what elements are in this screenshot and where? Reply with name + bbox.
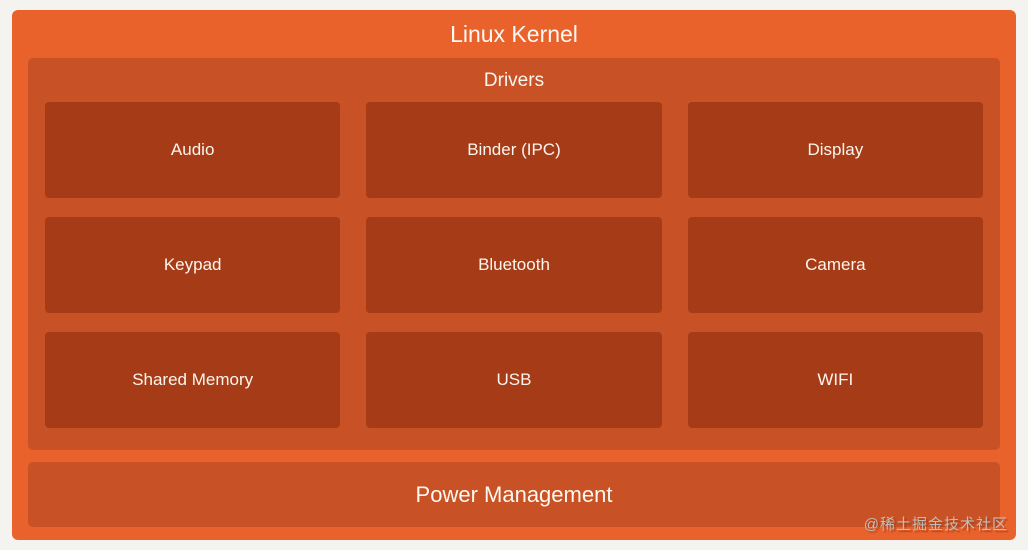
drivers-panel: Drivers Audio Binder (IPC) Display Keypa… xyxy=(28,58,1000,450)
driver-box-binder-ipc: Binder (IPC) xyxy=(366,102,662,198)
driver-box-camera: Camera xyxy=(687,217,983,313)
driver-box-wifi: WIFI xyxy=(687,332,983,428)
driver-box-usb: USB xyxy=(366,332,662,428)
drivers-title: Drivers xyxy=(483,70,545,91)
driver-box-bluetooth: Bluetooth xyxy=(366,217,662,313)
driver-box-display: Display xyxy=(687,102,983,198)
driver-box-shared-memory: Shared Memory xyxy=(45,332,341,428)
linux-kernel-box: Linux Kernel Drivers Audio Binder (IPC) … xyxy=(12,10,1016,540)
kernel-title: Linux Kernel xyxy=(450,21,578,47)
driver-box-keypad: Keypad xyxy=(45,217,341,313)
drivers-grid: Audio Binder (IPC) Display Keypad Blueto… xyxy=(28,102,1000,428)
power-management-bar: Power Management xyxy=(28,462,1000,527)
watermark: @稀土掘金技术社区 xyxy=(863,516,1008,533)
driver-box-audio: Audio xyxy=(45,102,341,198)
